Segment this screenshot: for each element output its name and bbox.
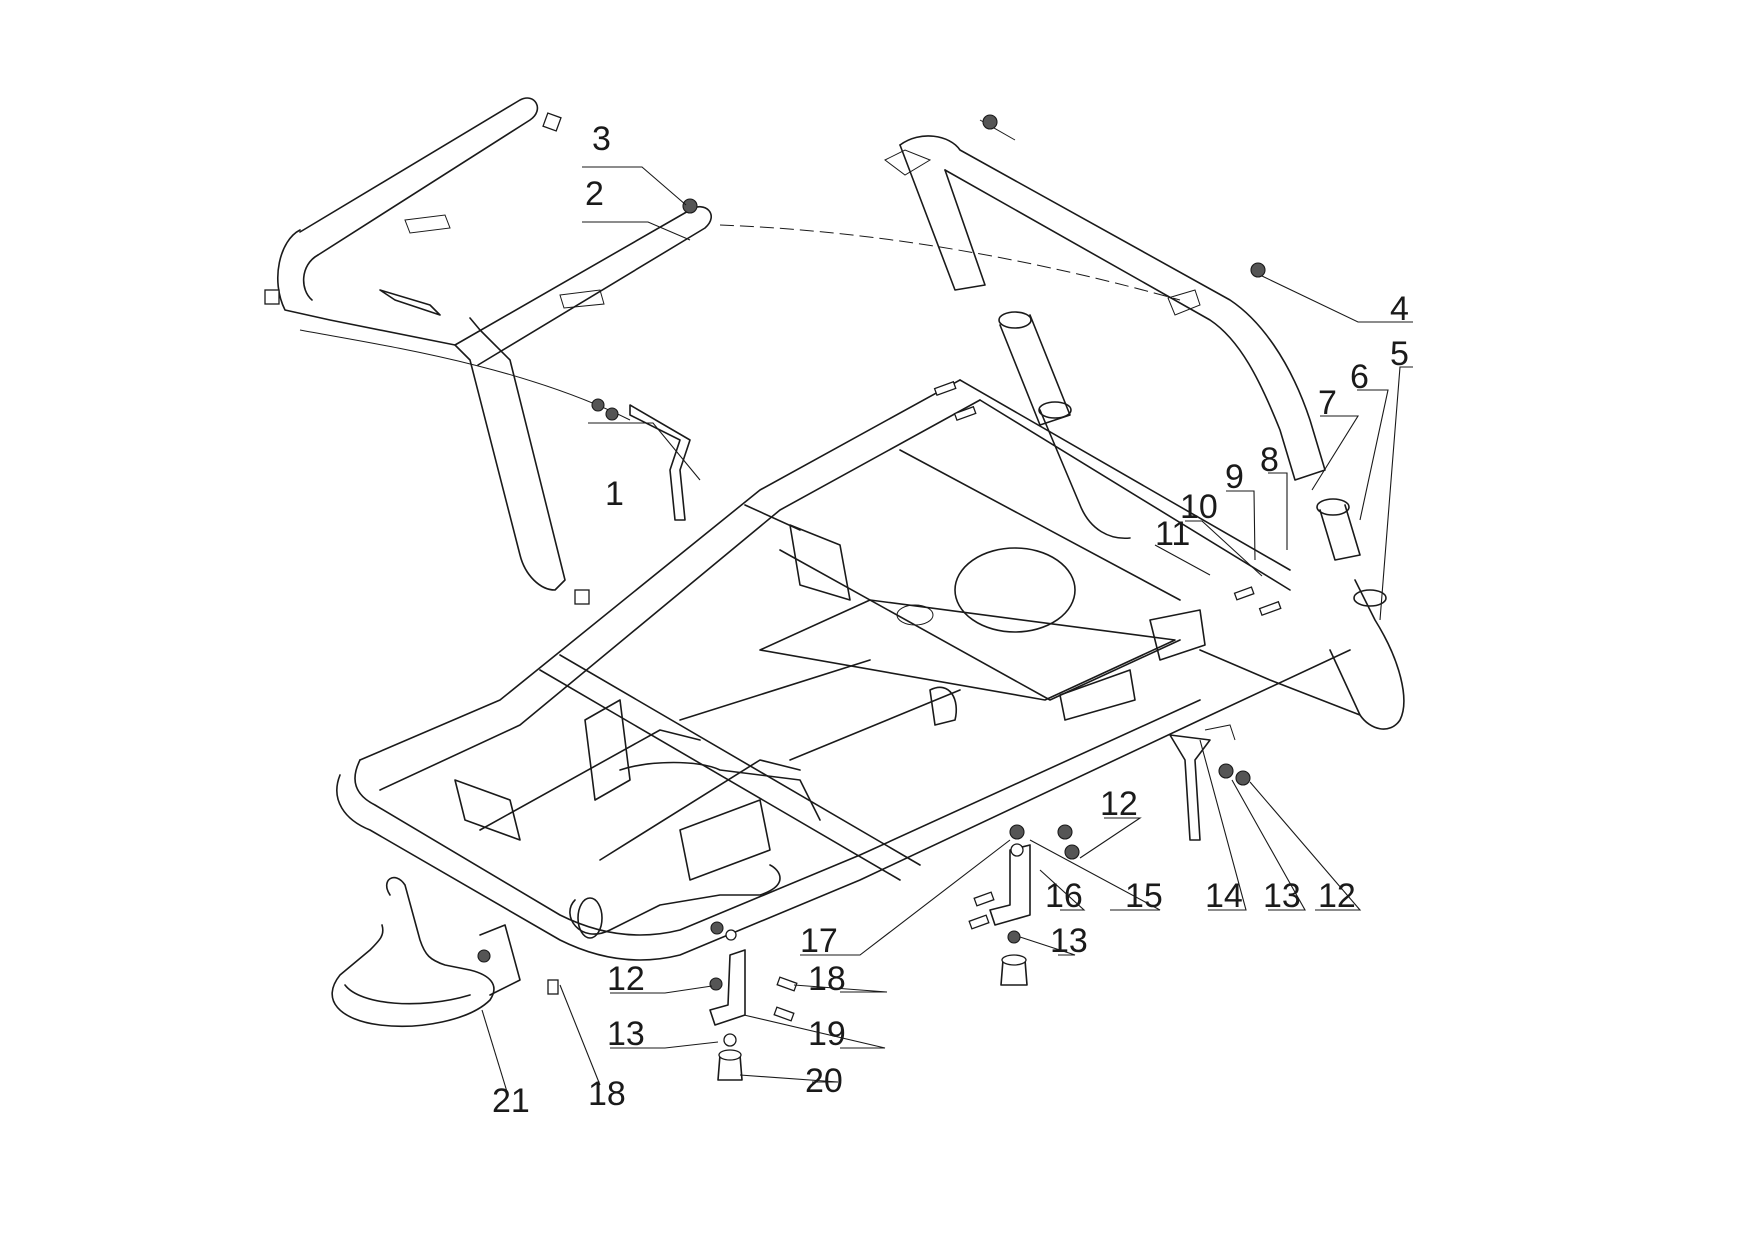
callout-12-right: 12 xyxy=(1318,877,1356,915)
callout-6: 6 xyxy=(1350,358,1369,396)
nut-icon xyxy=(982,114,1266,278)
front-bumper xyxy=(331,876,521,1028)
callout-10: 10 xyxy=(1180,488,1218,526)
callout-12-upper: 12 xyxy=(1100,785,1138,823)
callout-9: 9 xyxy=(1225,458,1244,496)
callout-13-middle: 13 xyxy=(1050,922,1088,960)
rops-left-frame xyxy=(277,97,712,591)
bolt-icon xyxy=(264,112,698,605)
rops-right-frame xyxy=(719,119,1326,481)
callout-17: 17 xyxy=(800,922,838,960)
hardware-fasteners xyxy=(477,380,1282,1047)
callout-20: 20 xyxy=(805,1062,843,1100)
bracket-rear-left xyxy=(709,844,1031,1081)
callout-18-right: 18 xyxy=(808,960,846,998)
callout-5: 5 xyxy=(1390,335,1409,373)
tube-sleeves xyxy=(998,311,1405,730)
callout-13-lower: 13 xyxy=(607,1015,645,1053)
callout-19: 19 xyxy=(808,1015,846,1053)
callout-12-lower: 12 xyxy=(607,960,645,998)
callout-11: 11 xyxy=(1155,515,1190,553)
leader-lines xyxy=(481,166,1413,1096)
callout-15: 15 xyxy=(1125,877,1163,915)
callout-labels: 1 2 3 4 5 6 7 8 9 10 11 12 12 12 13 13 1… xyxy=(492,120,1409,1120)
callout-8: 8 xyxy=(1260,441,1279,479)
callout-18-left: 18 xyxy=(588,1075,626,1113)
callout-2: 2 xyxy=(585,175,604,213)
callout-7: 7 xyxy=(1318,384,1337,422)
callout-3: 3 xyxy=(592,120,611,158)
callout-21: 21 xyxy=(492,1082,530,1120)
callout-13-right: 13 xyxy=(1263,877,1301,915)
chassis-frame xyxy=(336,379,1351,961)
callout-14: 14 xyxy=(1205,877,1243,915)
callout-4: 4 xyxy=(1390,290,1409,328)
callout-16: 16 xyxy=(1045,877,1083,915)
callout-1: 1 xyxy=(605,475,624,513)
